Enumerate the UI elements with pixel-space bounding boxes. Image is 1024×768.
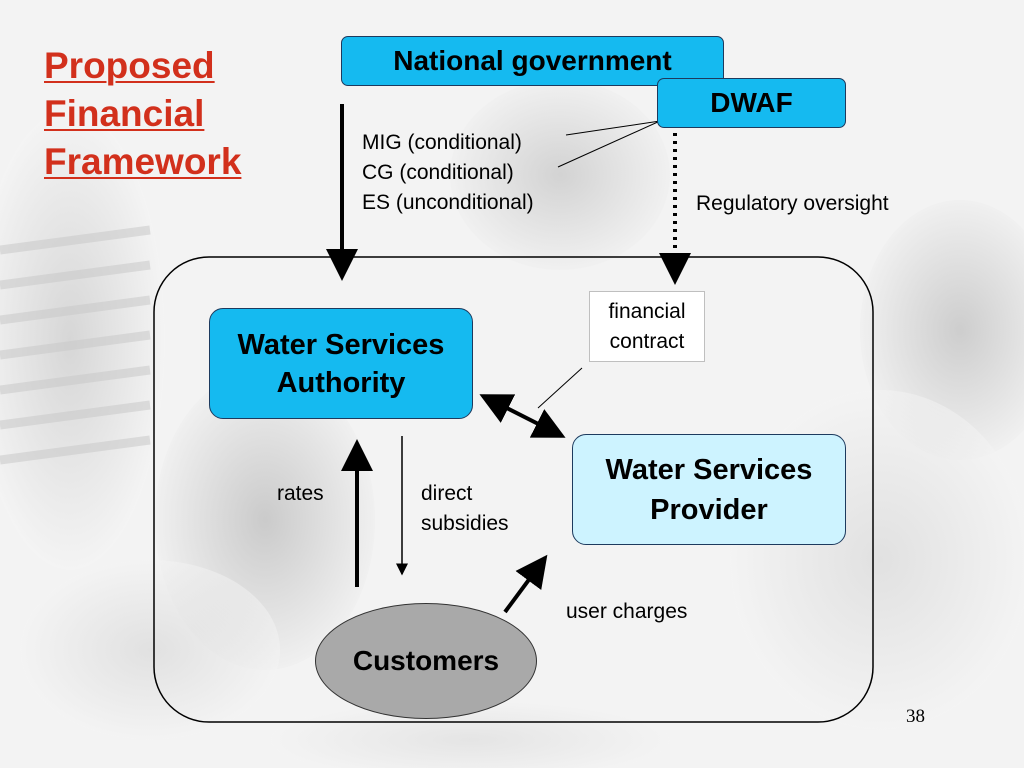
grant-cg: CG (conditional) (362, 161, 514, 184)
slide-title: Proposed Financial Framework (44, 42, 284, 186)
rates-label: rates (277, 482, 324, 505)
wsa-label-line-1: Water Services (237, 328, 445, 361)
grant-es: ES (unconditional) (362, 191, 534, 214)
financial-contract-line-1: financial (608, 299, 686, 323)
regulatory-oversight-label: Regulatory oversight (696, 192, 889, 215)
contract-callout-line (537, 367, 583, 409)
grants-callout-line-2 (557, 120, 661, 168)
grants-callout-line-1 (565, 120, 661, 136)
authority-provider-arrow (479, 394, 566, 438)
title-line-2: Financial (44, 93, 205, 134)
scope-boundary (153, 256, 874, 723)
financial-contract-line-2: contract (609, 329, 685, 353)
user-charges-label: user charges (566, 600, 688, 623)
wsp-label-line-1: Water Services (605, 453, 813, 486)
national-government-box: National government (341, 36, 724, 86)
direct-subsidies-label: direct subsidies (421, 479, 509, 539)
direct-subsidies-line-1: direct (421, 482, 473, 505)
water-services-provider-box: Water Services Provider (572, 434, 846, 545)
water-services-authority-box: Water Services Authority (209, 308, 473, 419)
wsa-label-line-2: Authority (276, 366, 406, 399)
page-number: 38 (906, 706, 925, 727)
customers-ellipse: Customers (315, 603, 537, 719)
grants-list: MIG (conditional) CG (conditional) ES (u… (362, 128, 534, 218)
customers-label: Customers (352, 645, 500, 676)
title-line-1: Proposed (44, 45, 215, 86)
wsp-label-line-2: Provider (650, 493, 768, 526)
financial-contract-box: financial contract (589, 291, 705, 362)
dwaf-label: DWAF (710, 87, 793, 118)
grant-mig: MIG (conditional) (362, 131, 522, 154)
user-charges-arrow (503, 554, 548, 614)
national-government-label: National government (393, 45, 672, 76)
dwaf-box: DWAF (657, 78, 846, 128)
title-line-3: Framework (44, 141, 242, 182)
direct-subsidies-line-2: subsidies (421, 512, 509, 535)
